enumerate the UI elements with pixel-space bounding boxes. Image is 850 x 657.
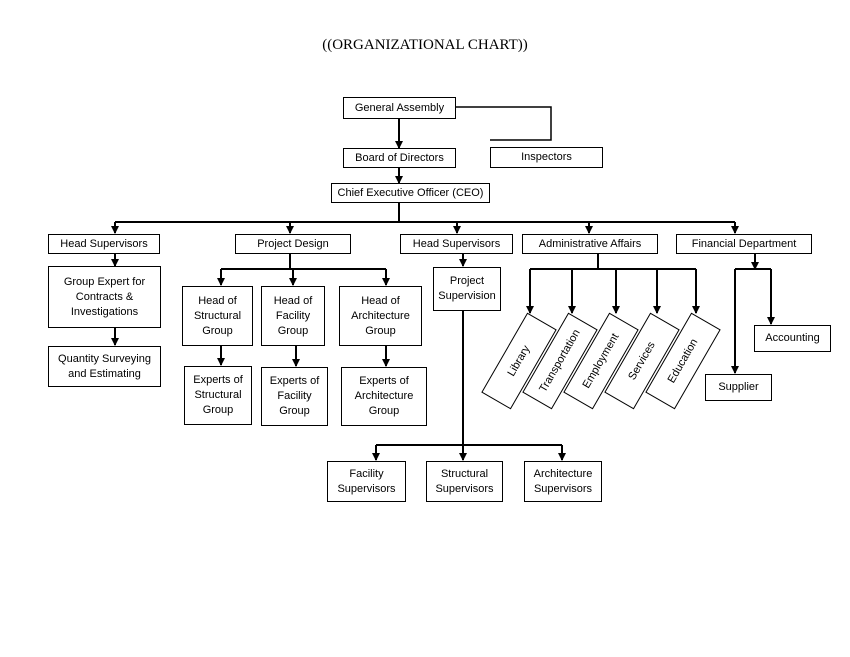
project-design-box: Project Design [235,234,351,254]
supplier-box: Supplier [705,374,772,401]
structural-supervisors-box: Structural Supervisors [426,461,503,502]
head-structural-group-box: Head of Structural Group [182,286,253,346]
board-of-directors-box: Board of Directors [343,148,456,168]
experts-facility-group-box: Experts of Facility Group [261,367,328,426]
head-supervisors-box-2: Head Supervisors [400,234,513,254]
chart-title: ((ORGANIZATIONAL CHART)) [322,37,528,53]
administrative-affairs-box: Administrative Affairs [522,234,658,254]
experts-structural-group-box: Experts of Structural Group [184,366,252,425]
group-expert-box: Group Expert for Contracts & Investigati… [48,266,161,328]
head-facility-group-box: Head of Facility Group [261,286,325,346]
inspectors-box: Inspectors [490,147,603,168]
quantity-surveying-box: Quantity Surveying and Estimating [48,346,161,387]
experts-architecture-group-box: Experts of Architecture Group [341,367,427,426]
facility-supervisors-box: Facility Supervisors [327,461,406,502]
ceo-box: Chief Executive Officer (CEO) [331,183,490,203]
architecture-supervisors-box: Architecture Supervisors [524,461,602,502]
general-assembly-box: General Assembly [343,97,456,119]
head-supervisors-box-1: Head Supervisors [48,234,160,254]
project-supervision-box: Project Supervision [433,267,501,311]
accounting-box: Accounting [754,325,831,352]
head-architecture-group-box: Head of Architecture Group [339,286,422,346]
financial-department-box: Financial Department [676,234,812,254]
